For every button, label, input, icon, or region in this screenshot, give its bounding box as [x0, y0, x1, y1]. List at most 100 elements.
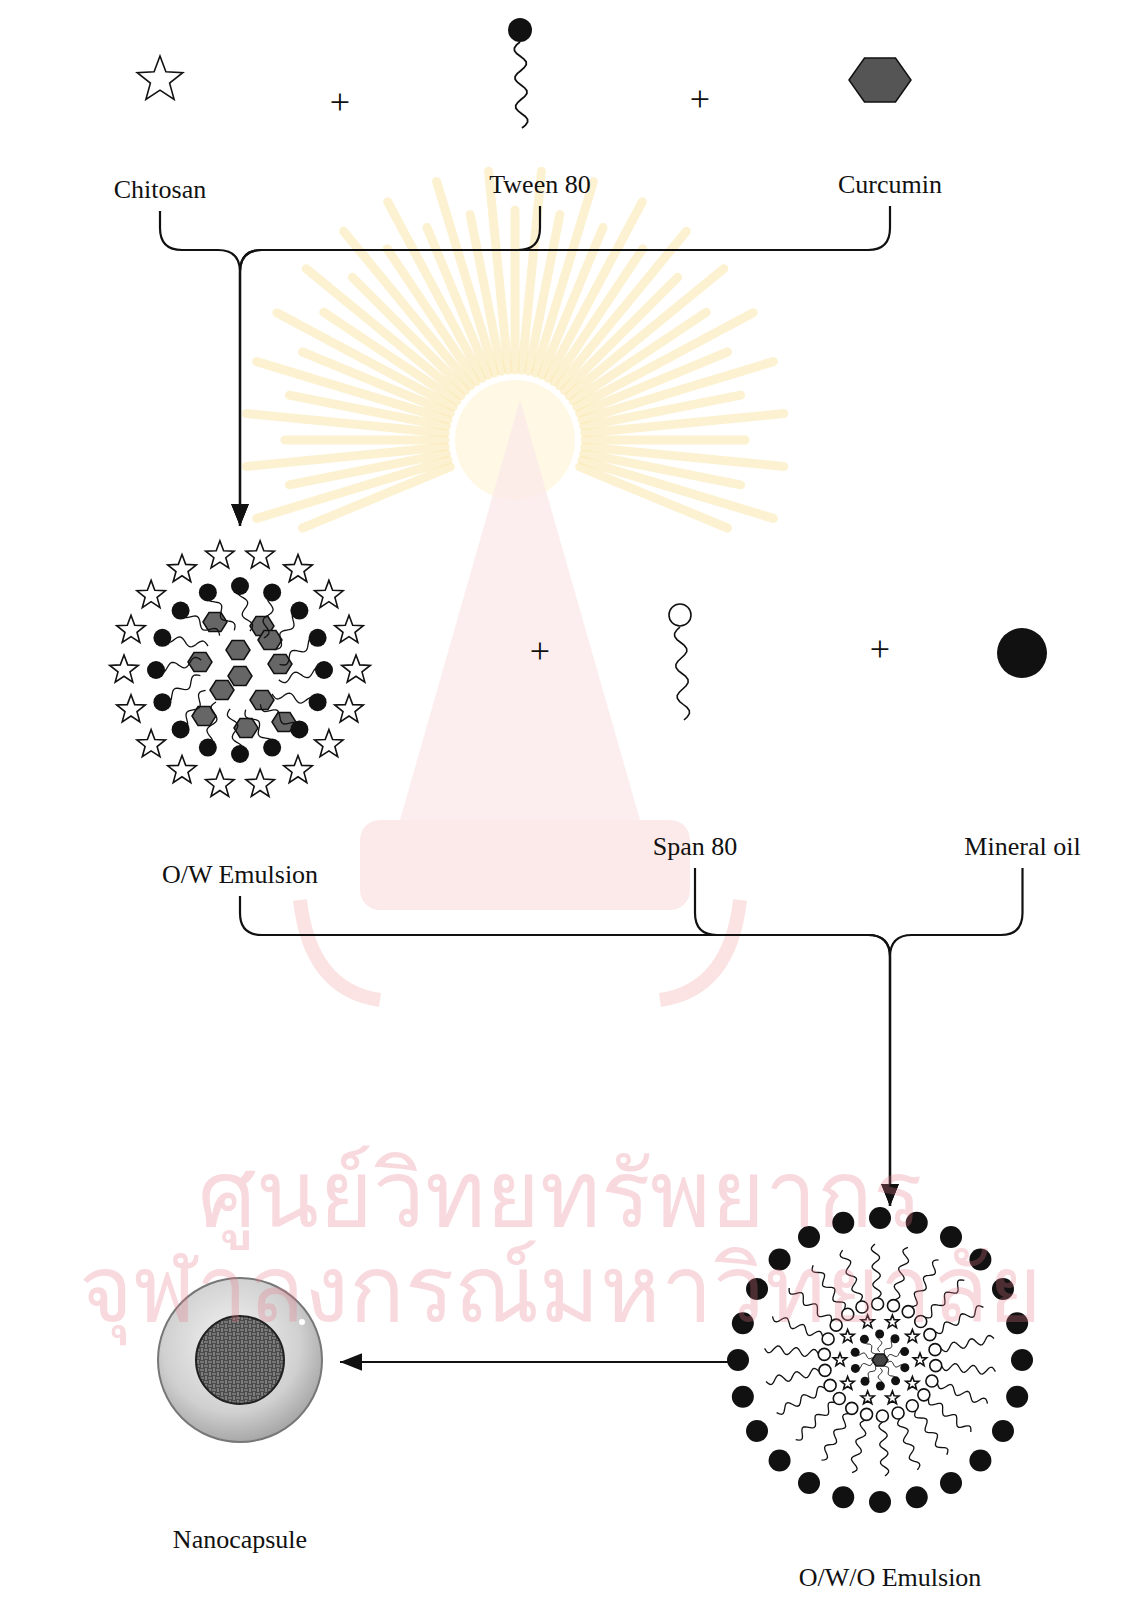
flow-arrow	[340, 1361, 730, 1363]
chitosan-star	[861, 1391, 874, 1404]
span-head	[669, 604, 691, 626]
span-head	[824, 1379, 836, 1391]
emblem-ray	[489, 171, 509, 370]
component-group: Tween 80	[460, 15, 620, 200]
curcumin-hexagon	[849, 58, 911, 102]
chitosan-star	[906, 1377, 919, 1390]
curcumin-hexagon	[188, 653, 212, 672]
chitosan-star	[137, 730, 166, 757]
oil-droplet	[869, 1491, 891, 1513]
oil-droplet	[1011, 1349, 1033, 1371]
chitosan-star	[315, 730, 344, 757]
emblem-base	[360, 820, 690, 910]
plus-sign: +	[530, 632, 550, 672]
surfactant-head	[263, 583, 281, 601]
surfactant-tail	[898, 1419, 920, 1470]
span-head	[918, 1389, 930, 1401]
span-head	[833, 1392, 845, 1404]
oil-droplet	[732, 1386, 754, 1408]
curcumin-hexagon	[258, 631, 282, 650]
component-label: O/W/O Emulsion	[799, 1563, 982, 1593]
chitosan-star	[284, 756, 313, 783]
plus-sign: +	[330, 83, 350, 123]
component-label: O/W Emulsion	[162, 860, 318, 890]
tween-head	[508, 18, 532, 42]
chitosan-star	[246, 769, 275, 796]
emblem-ray	[344, 231, 471, 386]
span-head	[929, 1344, 941, 1356]
surfactant-head	[172, 720, 190, 738]
surfactant-tail	[929, 1399, 971, 1433]
span-head	[930, 1360, 942, 1372]
surfactant-tail	[851, 1420, 865, 1472]
surfactant-head	[153, 693, 171, 711]
oil-droplet	[940, 1472, 962, 1494]
surfactant-tail	[765, 1346, 819, 1356]
oil-droplet	[832, 1486, 854, 1508]
chitosan-star	[335, 615, 364, 642]
span-head	[861, 1408, 873, 1420]
chitosan-star	[315, 580, 344, 607]
surfactant-head	[851, 1364, 860, 1373]
span-head	[846, 1402, 858, 1414]
flow-arrow	[240, 206, 540, 526]
watermark: จุฬาลงกรณ์มหาวิทยาลัย	[79, 1239, 1042, 1340]
chitosan-star	[342, 655, 371, 682]
chitosan-star	[833, 1353, 846, 1366]
surfactant-tail	[937, 1383, 987, 1403]
surfactant-head	[199, 583, 217, 601]
curcumin-hexagon	[872, 1354, 888, 1366]
component-label: Mineral oil	[964, 832, 1080, 862]
oil-droplet	[992, 1420, 1014, 1442]
oil-droplet	[798, 1472, 820, 1494]
component-group: Chitosan	[90, 40, 230, 205]
chitosan-star	[168, 756, 197, 783]
chitosan-star	[206, 541, 235, 568]
surfactant-head	[315, 661, 333, 679]
surfactant-head	[900, 1363, 909, 1372]
curcumin-hexagon	[228, 667, 252, 686]
surfactant-tail	[777, 1386, 825, 1414]
curcumin-hexagon	[210, 681, 234, 700]
chitosan-star	[137, 56, 183, 99]
surfactant-head	[199, 739, 217, 757]
chitosan-star	[335, 695, 364, 722]
surfactant-head	[147, 661, 165, 679]
surfactant-head	[900, 1347, 909, 1356]
chitosan-star	[913, 1353, 926, 1366]
surfactant-head	[290, 720, 308, 738]
surfactant-head	[263, 739, 281, 757]
chitosan-star	[117, 615, 146, 642]
component-label: Nanocapsule	[173, 1525, 307, 1555]
span-head	[926, 1375, 938, 1387]
chitosan-star	[137, 580, 166, 607]
component-label: Tween 80	[489, 170, 590, 200]
chitosan-star	[246, 541, 275, 568]
oil-droplet	[1006, 1386, 1028, 1408]
emblem-ray	[580, 467, 728, 528]
watermark: ศูนย์วิทยทรัพยากร	[198, 1144, 922, 1245]
oil-droplet	[746, 1420, 768, 1442]
plus-sign: +	[690, 80, 710, 120]
oil-droplet	[997, 628, 1047, 678]
flow-arrow	[160, 211, 240, 526]
flow-arrow	[240, 206, 890, 526]
surfactant-head	[290, 602, 308, 620]
component-group: Curcumin	[810, 45, 970, 200]
plus-sign: +	[870, 630, 890, 670]
watermark-emblem	[246, 171, 783, 1000]
oil-droplet	[969, 1449, 991, 1471]
surfactant-head	[172, 602, 190, 620]
surfactant-head	[153, 629, 171, 647]
curcumin-hexagon	[226, 641, 250, 660]
chitosan-star	[841, 1377, 854, 1390]
surfactant-tail	[942, 1364, 996, 1374]
span-head	[818, 1348, 830, 1360]
oil-droplet	[769, 1449, 791, 1471]
surfactant-head	[861, 1377, 870, 1386]
component-group: Span 80	[630, 595, 760, 862]
span-head	[819, 1364, 831, 1376]
surfactant-tail	[796, 1402, 835, 1440]
